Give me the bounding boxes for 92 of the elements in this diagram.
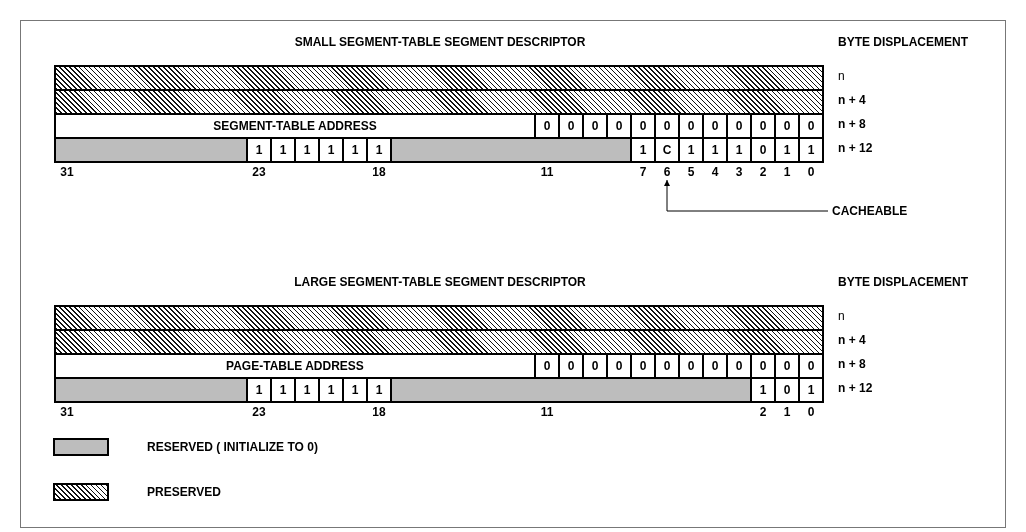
bit-value: 0 <box>655 354 679 378</box>
bit-value: 0 <box>727 354 751 378</box>
bit-value: 0 <box>679 114 703 138</box>
bit-value: 0 <box>775 354 799 378</box>
bit-value: 0 <box>655 114 679 138</box>
bit-value: 0 <box>703 114 727 138</box>
address-field: PAGE-TABLE ADDRESS <box>55 354 535 378</box>
bit-value: 0 <box>727 114 751 138</box>
bit-value: 1 <box>343 378 367 402</box>
column-heading: BYTE DISPLACEMENT <box>838 276 968 288</box>
bit-value: 1 <box>247 138 271 162</box>
bit-number: 23 <box>252 406 266 418</box>
byte-offset: n + 4 <box>838 334 866 346</box>
legend-label: RESERVED ( INITIALIZE TO 0) <box>147 439 318 456</box>
bit-value: 0 <box>559 114 583 138</box>
bit-value: 0 <box>799 114 823 138</box>
bit-number: 4 <box>711 166 719 178</box>
bit-value: 1 <box>271 378 295 402</box>
bit-value: 1 <box>319 378 343 402</box>
bit-value: 1 <box>703 138 727 162</box>
bit-number: 2 <box>759 166 767 178</box>
bit-value: 0 <box>751 138 775 162</box>
bit-number: 31 <box>60 166 74 178</box>
preserved-band <box>55 66 823 90</box>
legend-label: PRESERVED <box>147 484 221 501</box>
bit-value: 0 <box>775 378 799 402</box>
byte-offset: n + 12 <box>838 142 873 154</box>
bit-value: 1 <box>799 378 823 402</box>
bit-value: 0 <box>775 114 799 138</box>
bit-number: 0 <box>807 166 815 178</box>
bit-value: 1 <box>775 138 799 162</box>
byte-offset: n <box>838 70 845 82</box>
bit-number: 11 <box>540 166 554 178</box>
reserved-band <box>391 138 631 162</box>
bit-value: 0 <box>535 354 559 378</box>
bit-value: 0 <box>799 354 823 378</box>
preserved-band <box>55 90 823 114</box>
column-heading: BYTE DISPLACEMENT <box>838 36 968 48</box>
byte-offset: n + 12 <box>838 382 873 394</box>
bit-number: 1 <box>783 406 791 418</box>
preserved-band <box>55 330 823 354</box>
preserved-band <box>55 306 823 330</box>
bit-value: 0 <box>583 114 607 138</box>
bit-number: 18 <box>372 166 386 178</box>
bit-number: 7 <box>639 166 647 178</box>
bit-value: 0 <box>703 354 727 378</box>
byte-offset: n + 4 <box>838 94 866 106</box>
address-field: SEGMENT-TABLE ADDRESS <box>55 114 535 138</box>
bit-number: 18 <box>372 406 386 418</box>
bit-value: 0 <box>607 354 631 378</box>
bit-number: 1 <box>783 166 791 178</box>
bit-number: 3 <box>735 166 743 178</box>
bit-value: 1 <box>727 138 751 162</box>
table-title: LARGE SEGMENT-TABLE SEGMENT DESCRIPTOR <box>294 276 586 288</box>
bit-value: 1 <box>271 138 295 162</box>
bit-number: 6 <box>659 164 675 179</box>
bit-number: 5 <box>687 166 695 178</box>
bit-value: 1 <box>343 138 367 162</box>
byte-offset: n + 8 <box>838 358 866 370</box>
bit-value: 1 <box>799 138 823 162</box>
leader-line <box>664 179 829 212</box>
reserved-band <box>391 378 751 402</box>
bit-value: 1 <box>751 378 775 402</box>
bit-value: 0 <box>631 114 655 138</box>
bit-value: 1 <box>367 378 391 402</box>
bit-value: 1 <box>247 378 271 402</box>
bit-number: 11 <box>540 406 554 418</box>
bit-value: 1 <box>367 138 391 162</box>
bit-value: 0 <box>751 354 775 378</box>
bit-value: 0 <box>751 114 775 138</box>
bit-number: 31 <box>60 406 74 418</box>
bit-value: 1 <box>295 138 319 162</box>
bit-number: 0 <box>807 406 815 418</box>
callout-label: CACHEABLE <box>832 203 912 219</box>
byte-offset: n <box>838 310 845 322</box>
bit-value: 0 <box>631 354 655 378</box>
bit-value: 1 <box>295 378 319 402</box>
bit-value: 0 <box>607 114 631 138</box>
bit-value: 0 <box>535 114 559 138</box>
bit-value: 0 <box>559 354 583 378</box>
byte-offset: n + 8 <box>838 118 866 130</box>
bit-value: 0 <box>583 354 607 378</box>
bit-number: 23 <box>252 166 266 178</box>
bit-value: 1 <box>319 138 343 162</box>
reserved-band <box>55 138 247 162</box>
bit-value: 1 <box>631 138 655 162</box>
bit-value: C <box>655 138 679 162</box>
table-title: SMALL SEGMENT-TABLE SEGMENT DESCRIPTOR <box>294 36 586 48</box>
bit-value: 0 <box>679 354 703 378</box>
reserved-band <box>55 378 247 402</box>
bit-number: 2 <box>759 406 767 418</box>
bit-value: 1 <box>679 138 703 162</box>
